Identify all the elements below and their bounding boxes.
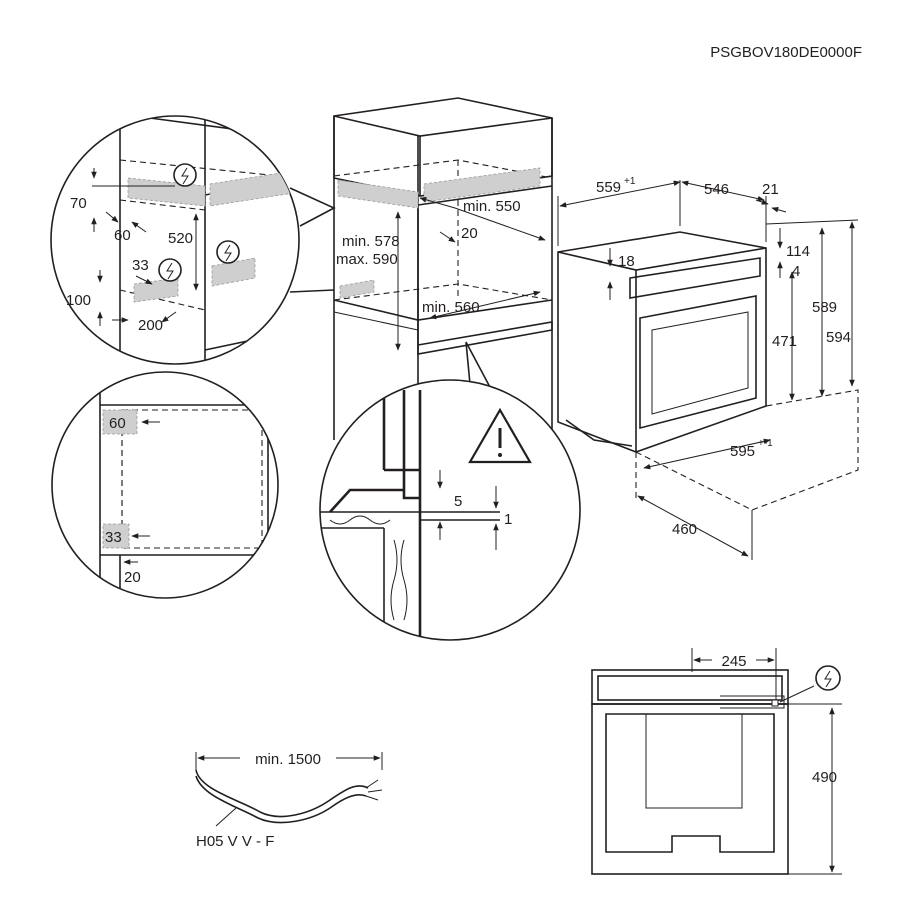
dim-1: 1 [504, 511, 512, 528]
rear-dim-490: 490 [812, 769, 837, 786]
rear-dim-245: 245 [721, 653, 746, 670]
detail-center: 5 1 [319, 379, 581, 641]
cable-type: H05 V V - F [196, 833, 274, 850]
rear-view: 245 490 [591, 648, 842, 875]
oven-dim-114: 114 [786, 243, 810, 260]
oven-front-thickness: 21 [762, 181, 779, 198]
cabinet-niche: min. 550 min. 578 max. 590 20 min. 560 [333, 97, 553, 440]
oven-depth: 546 [704, 181, 729, 198]
oven-dim-471: 471 [772, 333, 797, 350]
dim-200: 200 [138, 317, 163, 334]
oven-dim-589: 589 [812, 299, 837, 316]
dim-20-mid: 20 [124, 569, 141, 586]
oven-depth-total: 559 [596, 179, 621, 196]
oven-dim-18: 18 [618, 253, 635, 270]
niche-min-width-bottom: min. 560 [422, 299, 480, 316]
model-code: PSGBOV180DE0000F [710, 44, 862, 61]
detail-callout-leader [289, 187, 336, 227]
oven-width-tolerance: +-1 [758, 438, 773, 449]
dim-33-mid: 33 [105, 529, 122, 546]
dim-60-mid: 60 [109, 415, 126, 432]
oven-dim-4: 4 [792, 263, 800, 280]
dim-70: 70 [70, 195, 87, 212]
power-cable: min. 1500 H05 V V - F [195, 751, 383, 850]
dim-100: 100 [66, 292, 91, 309]
niche-min-width-top: min. 550 [463, 198, 521, 215]
dim-60: 60 [114, 227, 131, 244]
cable-length: min. 1500 [255, 751, 321, 768]
dim-5: 5 [454, 493, 462, 510]
niche-min-height: min. 578 [342, 233, 400, 250]
oven-dim-594: 594 [826, 329, 851, 346]
detail-mid-left: 60 33 20 [51, 371, 279, 599]
oven-dim-460: 460 [672, 521, 697, 538]
detail-callout-leader [289, 289, 335, 293]
niche-max-height: max. 590 [336, 251, 398, 268]
detail-top-left: 70 60 520 33 100 200 [50, 115, 300, 365]
niche-gap-20: 20 [461, 225, 478, 242]
oven-drawing: 559 +1 546 21 18 114 4 471 589 594 595 +… [557, 176, 859, 560]
dim-33: 33 [132, 257, 149, 274]
oven-depth-total-tolerance: +1 [624, 176, 636, 187]
oven-width: 595 [730, 443, 755, 460]
dim-520: 520 [168, 230, 193, 247]
